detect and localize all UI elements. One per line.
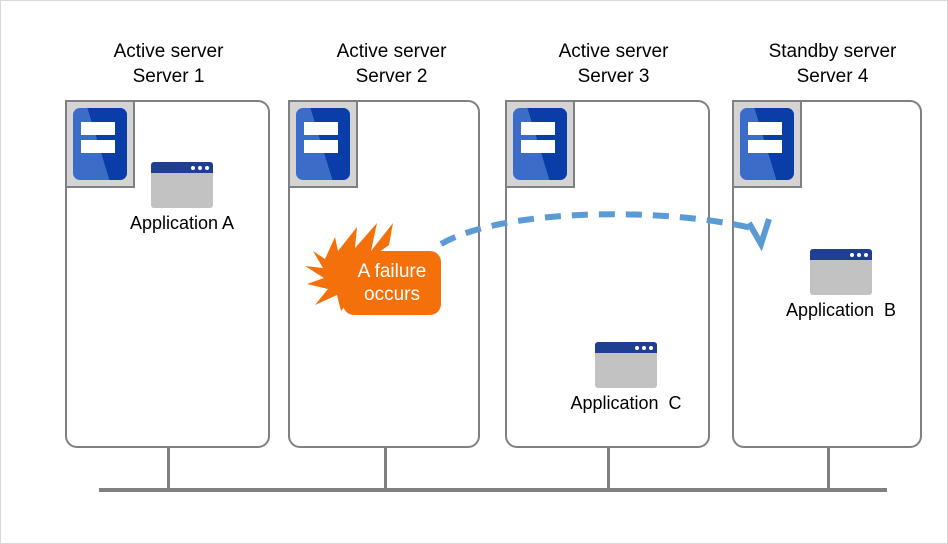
app-titlebar [151,162,213,173]
bus-drop-server-3 [607,448,610,490]
application-c[interactable]: Application C [563,342,689,414]
app-titlebar [595,342,657,353]
failure-indicator: A failure occurs [297,221,447,321]
app-window-dot [642,345,646,350]
server-icon-slot-bar [520,122,556,136]
server-icon-slot-bar [303,140,339,154]
bus-drop-server-2 [384,448,387,490]
server-icon-chassis [73,108,127,180]
app-window-dot [850,252,854,257]
application-window-icon [810,249,872,295]
bus-drop-server-1 [167,448,170,490]
server-icon-slot-bar [80,140,116,154]
network-bus-line [99,488,887,492]
failure-badge-line-1: A failure [357,261,427,282]
app-window-dot [649,345,653,350]
application-window-icon [595,342,657,388]
app-window-dot [198,165,202,170]
server-icon-server-1 [65,100,135,188]
server-icon-slot-bar [520,140,556,154]
server-icon-server-2 [288,100,358,188]
column-title-server-1: Active server Server 1 [113,41,224,87]
server-icon-slot-bar [80,122,116,136]
failure-badge-line-2: occurs [364,284,420,305]
server-icon-slot-bar [747,122,783,136]
application-label: Application A [129,213,235,233]
server-icon-chassis [740,108,794,180]
application-b[interactable]: Application B [778,249,904,321]
application-a[interactable]: Application A [119,162,245,234]
server-icon-slot-bar [303,122,339,136]
failure-badge: A failure occurs [343,251,441,315]
column-title-server-2: Active server Server 2 [336,41,447,87]
server-icon-chassis [513,108,567,180]
application-window-icon [151,162,213,208]
column-title-server-3: Active server Server 3 [558,41,669,87]
app-window-dot [864,252,868,257]
app-window-dot [205,165,209,170]
bus-drop-server-4 [827,448,830,490]
server-icon-server-4 [732,100,802,188]
server-icon-server-3 [505,100,575,188]
app-window-dot [191,165,195,170]
application-label: Application C [570,393,682,413]
application-label: Application B [785,300,897,320]
app-window-dot [635,345,639,350]
app-titlebar [810,249,872,260]
server-icon-slot-bar [747,140,783,154]
column-title-server-4: Standby server Server 4 [768,41,897,87]
server-icon-chassis [296,108,350,180]
app-window-dot [857,252,861,257]
